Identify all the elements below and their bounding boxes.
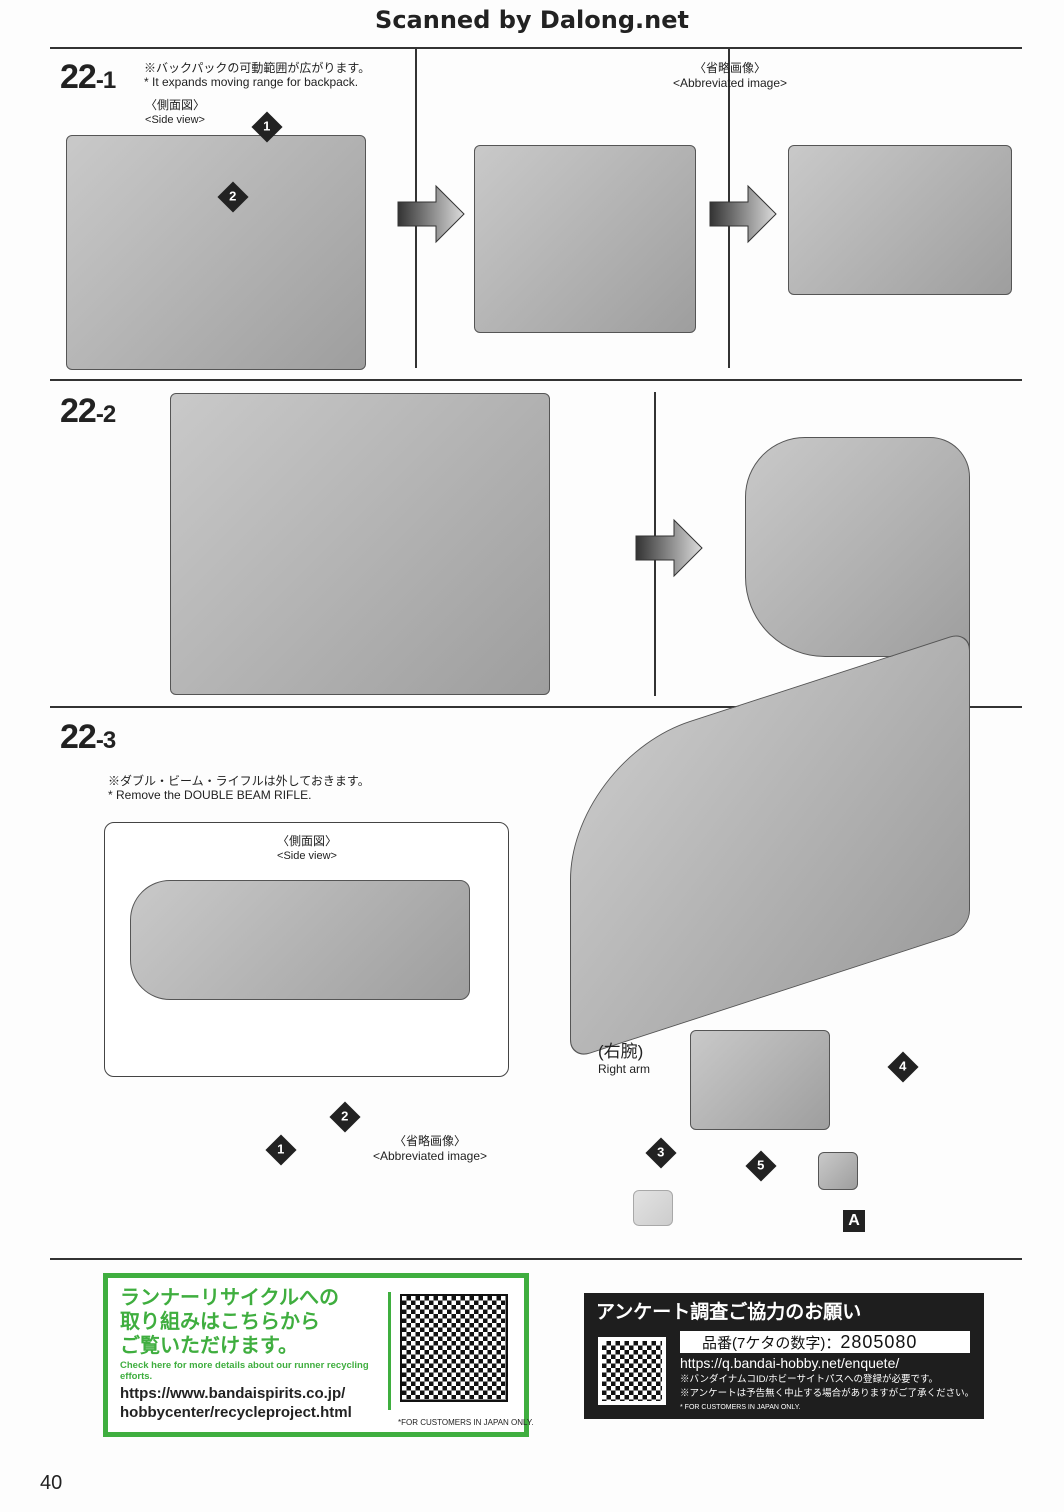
step-mark-5: 5 (745, 1150, 777, 1182)
backpack-binder-illustration (170, 393, 550, 695)
right-arm-illustration (690, 1030, 830, 1130)
rifle-side-view-illustration (130, 880, 470, 1000)
page-number: 40 (40, 1472, 63, 1494)
scan-credit: Scanned by Dalong.net (375, 6, 689, 34)
step-mark-4: 4 (887, 1051, 919, 1083)
step-mark-1: 1 (265, 1134, 297, 1166)
step-number-22-3: 22-3 (60, 718, 116, 756)
japan-only-note: *FOR CUSTOMERS IN JAPAN ONLY. (398, 1418, 534, 1427)
survey-title: アンケート調査ご協力のお願い (596, 1302, 862, 1323)
step-mark-2: 2 (329, 1101, 361, 1133)
step-number-22-1: 22-1 (60, 58, 116, 96)
divider (50, 47, 1022, 49)
divider (50, 379, 1022, 381)
backpack-side-view-illustration (66, 135, 366, 370)
removed-hand-illustration (633, 1190, 673, 1226)
step-number-22-2: 22-2 (60, 392, 116, 430)
survey-qr-code[interactable] (598, 1337, 666, 1405)
abbreviated-caption: 〈省略画像〉<Abbreviated image> (372, 1134, 488, 1163)
rifle-illustration (570, 630, 970, 1060)
next-arrow-icon (635, 518, 703, 578)
runner-recycle-box: ランナーリサイクルへの取り組みはこちらからご覧いただけます。 Check her… (103, 1273, 533, 1437)
binder-rotation-illustration (745, 437, 970, 657)
side-view-caption: 〈側面図〉<Side view> (276, 834, 337, 862)
hand-part-illustration (818, 1152, 858, 1190)
side-view-caption: 〈側面図〉<Side view> (144, 98, 205, 126)
recycle-url[interactable]: https://www.bandaispirits.co.jp/hobbycen… (120, 1385, 352, 1421)
next-arrow-icon (709, 184, 777, 244)
survey-box: アンケート調査ご協力のお願い 品番(7ケタの数字)：2805080 https:… (584, 1293, 984, 1419)
next-arrow-icon (397, 184, 465, 244)
recycle-qr-code[interactable] (400, 1294, 508, 1402)
part-label-a: A (843, 1210, 865, 1232)
step-note: ※ダブル・ビーム・ライフルは外しておきます。* Remove the DOUBL… (108, 774, 370, 802)
backpack-detail-illustration (788, 145, 1012, 295)
survey-url[interactable]: https://q.bandai-hobby.net/enquete/ (680, 1355, 900, 1371)
recycle-heading: ランナーリサイクルへの取り組みはこちらからご覧いただけます。 (120, 1287, 339, 1357)
survey-note: ※アンケートは予告無く中止する場合がありますがご了承ください。 (680, 1388, 975, 1399)
divider (50, 706, 1022, 708)
divider (388, 1292, 391, 1410)
recycle-english: Check here for more details about our ru… (120, 1360, 369, 1382)
product-code-bar: 品番(7ケタの数字)：2805080 (680, 1331, 970, 1353)
survey-note: * FOR CUSTOMERS IN JAPAN ONLY. (680, 1404, 801, 1411)
right-arm-label: (右腕)Right arm (598, 1042, 651, 1076)
step-mark-3: 3 (645, 1137, 677, 1169)
survey-note: ※バンダイナムコID/ホビーサイトパスへの登録が必要です。 (680, 1374, 939, 1385)
backpack-illustration (474, 145, 696, 333)
divider (50, 1258, 1022, 1260)
abbreviated-caption: 〈省略画像〉<Abbreviated image> (672, 61, 788, 90)
step-note: ※バックパックの可動範囲が広がります。* It expands moving r… (144, 61, 371, 89)
